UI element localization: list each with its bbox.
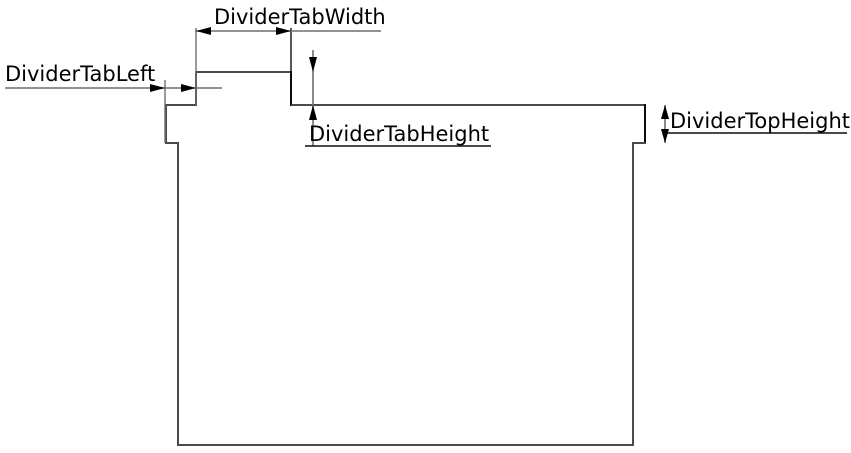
arrowhead-top-height-bottom [661, 129, 669, 143]
arrowhead-tab-width-right [276, 27, 291, 35]
dimension-divider-top-height: DividerTopHeight [661, 105, 850, 143]
dimension-divider-tab-height: DividerTabHeight [305, 50, 491, 147]
arrowhead-tab-height-bottom [309, 105, 317, 120]
arrowhead-tab-left-outer [150, 84, 165, 92]
label-divider-tab-height: DividerTabHeight [309, 122, 489, 146]
arrowhead-tab-height-top [309, 57, 317, 72]
label-divider-tab-left: DividerTabLeft [5, 62, 155, 86]
label-divider-top-height: DividerTopHeight [670, 109, 850, 133]
dimension-divider-tab-width: DividerTabWidth [195, 5, 386, 105]
arrowhead-tab-left-inner [181, 84, 196, 92]
dimension-divider-tab-left: DividerTabLeft [5, 62, 222, 143]
arrowhead-top-height-top [661, 105, 669, 119]
label-divider-tab-width: DividerTabWidth [214, 5, 386, 29]
arrowhead-tab-width-left [196, 27, 211, 35]
divider-profile-outline [165, 71, 646, 446]
